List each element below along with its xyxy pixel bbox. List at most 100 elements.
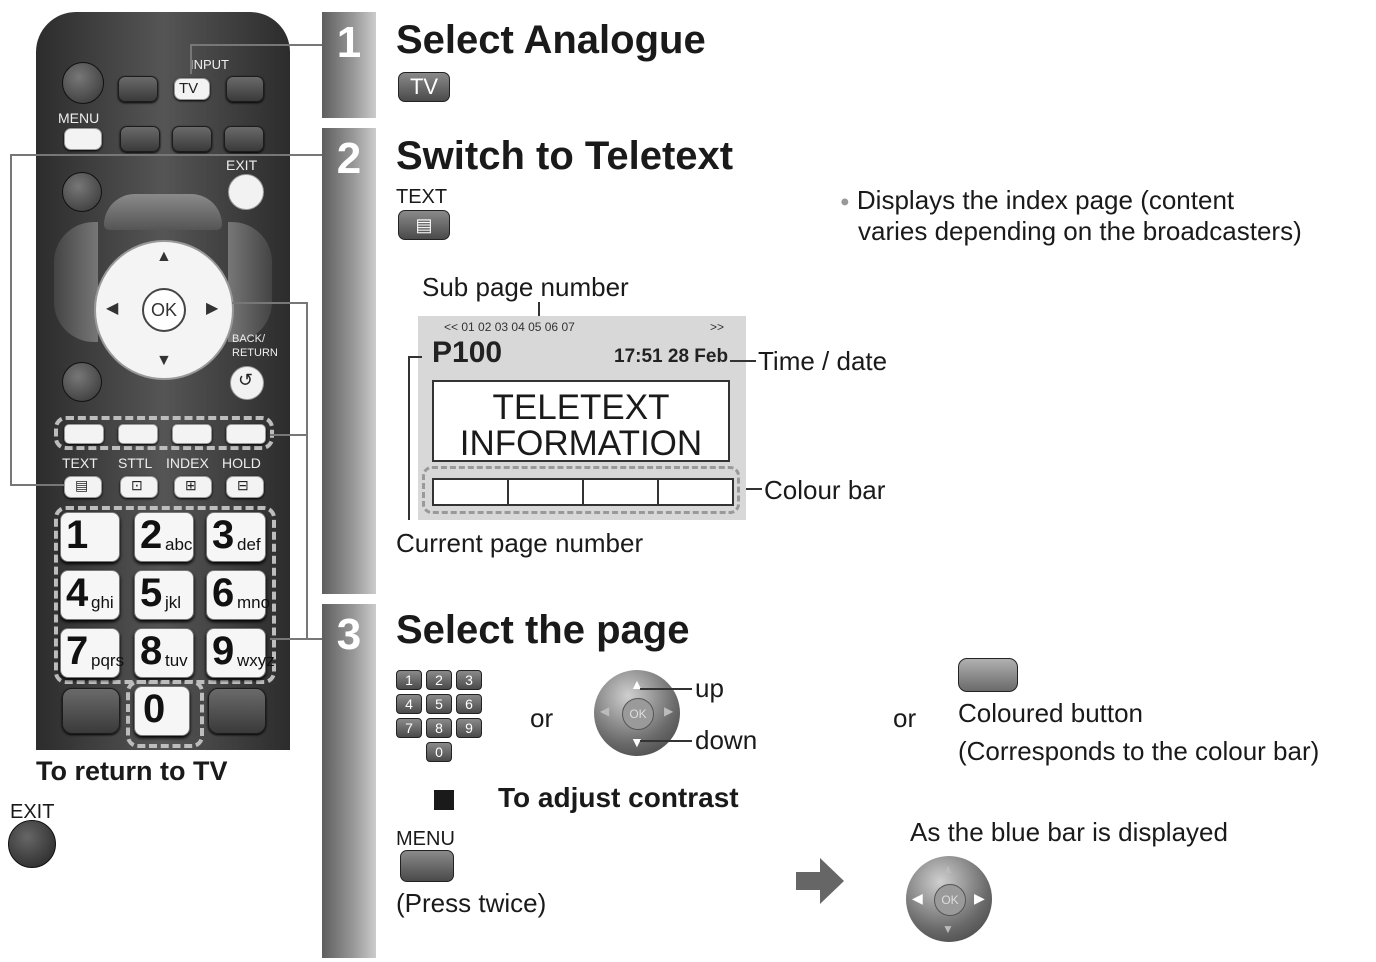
index-page-note-line-1: Displays the index page (content [856,185,1235,215]
menu-button[interactable] [64,128,102,150]
time-date-value: 17:51 28 Feb [614,346,729,367]
hold-label: HOLD [222,455,261,471]
key-number: 7 [66,629,89,673]
mini-key: 4 [396,694,422,714]
subtitle-icon: ⊡ [131,477,143,493]
power-button[interactable] [62,62,104,104]
arc-button-right[interactable] [228,222,272,342]
blue-button[interactable] [226,424,266,444]
exit-caption: EXIT [10,801,55,823]
key-number: 0 [143,687,166,731]
index-icon: ⊞ [185,477,197,493]
navigation-pad[interactable]: ▲ ▼ ◀ ▶ OK [94,240,234,380]
index-button[interactable]: ⊞ [174,476,212,498]
key-0[interactable]: 0 [134,686,190,736]
connector-line [190,44,322,46]
remote-round-button[interactable] [62,172,102,212]
key-letters: tuv [165,651,188,670]
mini-key: 6 [456,694,482,714]
menu-button-icon[interactable] [400,850,454,882]
remote-button[interactable] [62,688,120,734]
step-2-title: Switch to Teletext [396,134,734,178]
sttl-button[interactable]: ⊡ [120,476,158,498]
left-arrow-icon: ◀ [600,704,610,718]
connector-line [232,302,306,304]
step-3-bar: 3 [322,604,376,958]
mini-numeric-keypad-icon: 1 2 3 4 5 6 7 8 9 0 [396,670,486,764]
exit-button[interactable] [228,174,264,210]
remote-button[interactable] [120,126,160,152]
text-label: TEXT [62,455,98,471]
text-button[interactable]: ▤ [64,476,102,498]
key-letters: pqrs [91,651,125,670]
remote-button[interactable] [118,76,158,102]
key-letters: def [237,535,261,554]
hold-icon: ⊟ [237,477,249,493]
hold-button[interactable]: ⊟ [226,476,264,498]
key-number: 3 [212,513,235,557]
key-number: 1 [66,513,89,557]
navigation-pad-icon[interactable]: OK ▲ ▼ ◀ ▶ [594,670,680,756]
yellow-button[interactable] [172,424,212,444]
red-button[interactable] [64,424,104,444]
teletext-icon: ▤ [75,477,89,493]
down-arrow-icon[interactable]: ▼ [156,352,172,369]
tv-button[interactable]: TV [174,78,210,100]
key-number: 2 [140,513,163,557]
up-arrow-icon: ▲ [942,862,954,876]
connector-line [306,302,308,638]
navigation-pad-icon[interactable]: OK ▲ ▼ ◀ ▶ [906,856,992,942]
pointer-line [538,302,540,326]
colour-bar-segment [434,480,509,504]
right-arrow-icon[interactable]: ▶ [206,300,219,317]
green-button[interactable] [118,424,158,444]
up-arrow-icon[interactable]: ▲ [156,248,172,265]
tv-button-label: TV [179,80,199,97]
remote-button[interactable] [172,126,212,152]
back-return-label: BACK/ RETURN [232,333,278,359]
exit-button-icon[interactable] [8,820,56,868]
colour-bar [432,478,734,506]
teletext-icon: ▤ [415,215,433,235]
text-caption: TEXT [396,186,448,208]
remote-button[interactable] [208,688,266,734]
step-3-title: Select the page [396,608,690,652]
key-letters: ghi [91,593,114,612]
remote-button[interactable] [224,126,264,152]
tv-button-icon[interactable]: TV [398,72,450,102]
step-3-number: 3 [336,610,362,659]
remote-button[interactable] [226,76,264,102]
key-1[interactable]: 1 [60,512,120,562]
text-button-icon[interactable]: ▤ [398,210,450,240]
connector-line [10,484,64,486]
key-number: 4 [66,571,89,615]
coloured-button-icon[interactable] [958,658,1018,692]
left-arrow-icon[interactable]: ◀ [106,300,119,317]
back-return-button[interactable]: ↺ [230,366,264,400]
step-1-bar: 1 [322,12,376,118]
mini-key: 5 [426,694,452,714]
index-page-note-line-2: varies depending on the broadcasters) [858,215,1302,246]
remote-round-button[interactable] [62,362,102,402]
ok-button[interactable]: OK [142,288,186,332]
more-pages-indicator: >> [710,320,725,334]
arc-button-left[interactable] [54,222,98,342]
key-letters: jkl [165,593,182,612]
key-letters: mno [237,593,271,612]
left-arrow-icon: ◀ [912,890,923,906]
key-letters: abc [165,535,193,554]
zero-key-highlight [126,680,204,748]
mini-key: 7 [396,718,422,738]
menu-caption: MENU [396,828,455,850]
mini-key: 3 [456,670,482,690]
arc-button-top[interactable] [104,194,222,230]
mini-key: 1 [396,670,422,690]
